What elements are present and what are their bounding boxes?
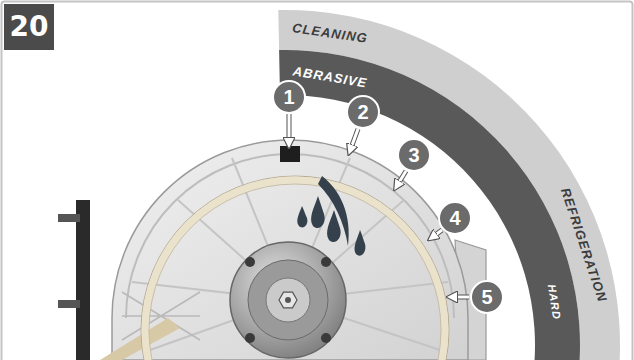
callout-circle <box>347 96 379 128</box>
leader-arrow <box>351 129 358 148</box>
callout-circle <box>273 81 305 113</box>
water-drop <box>327 210 341 242</box>
leader-arrow-outline <box>351 129 358 148</box>
water-drop <box>355 230 366 256</box>
callout-number: 3 <box>408 145 419 165</box>
hub-nut <box>279 292 297 308</box>
blade-hub <box>230 242 346 358</box>
blade-edge <box>141 176 449 360</box>
callout-marker: 5 <box>470 280 504 314</box>
leader-arrow-outline <box>287 114 292 141</box>
band-label: ABRASIVE <box>292 64 368 89</box>
band-label: HARD <box>545 284 561 321</box>
step-badge: 20 <box>4 4 54 50</box>
blade-ring <box>145 180 445 360</box>
band-label: REFRIGERATION <box>559 186 609 304</box>
callout-circle <box>398 139 430 171</box>
hub-axle <box>285 297 291 303</box>
leader-arrow <box>454 296 469 299</box>
callout-number: 4 <box>449 208 460 228</box>
leader-arrow <box>288 114 291 141</box>
leader-arrow <box>434 230 442 236</box>
callout-circle <box>439 202 471 234</box>
callout-circle <box>471 281 503 313</box>
hub-bolt <box>321 333 331 343</box>
band-label: CLEANING <box>291 21 368 45</box>
bracket-plate <box>58 300 80 308</box>
callout-number: 2 <box>357 102 368 122</box>
hub-flange <box>248 260 328 340</box>
hub-bolt <box>321 257 331 267</box>
cover-edge <box>100 318 180 360</box>
water-drop <box>297 206 307 227</box>
hub-bolt <box>245 333 255 343</box>
callout-marker: 2 <box>346 95 380 129</box>
blade-edge <box>149 184 441 360</box>
bracket-plate <box>58 214 80 222</box>
callout-marker: 3 <box>397 138 431 172</box>
leader-arrow-outline <box>454 295 469 300</box>
hub-washer <box>266 278 310 322</box>
hub-bolt <box>245 257 255 267</box>
side-bracket <box>76 200 90 360</box>
water-drop <box>311 196 325 228</box>
leader-arrow-outline <box>398 171 406 184</box>
leader-arrow <box>398 171 406 184</box>
callout-number: 5 <box>481 287 492 307</box>
callout-marker: 4 <box>438 201 472 235</box>
leader-arrow-outline <box>434 230 442 236</box>
nozzle-block <box>280 146 300 162</box>
step-number: 20 <box>10 13 49 41</box>
callout-number: 1 <box>283 87 294 107</box>
callout-marker: 1 <box>272 80 306 114</box>
